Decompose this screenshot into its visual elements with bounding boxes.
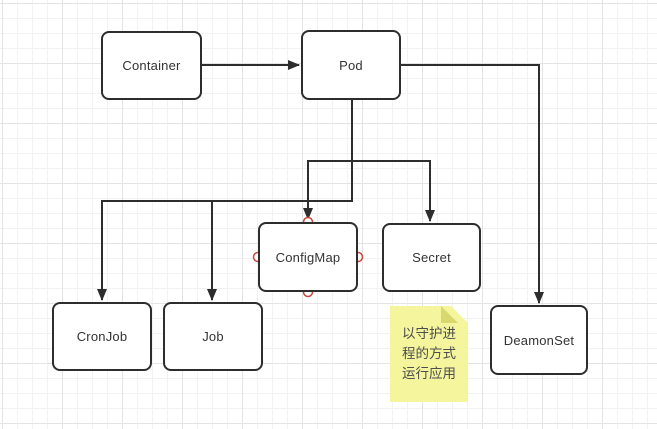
edge-pod-job[interactable]: [207, 100, 353, 301]
node-pod-label: Pod: [339, 57, 363, 73]
edge-pod-secret[interactable]: [351, 100, 435, 222]
sticky-note[interactable]: 以守护进程的方式运行应用: [390, 306, 468, 402]
node-secret-label: Secret: [412, 250, 451, 265]
node-cronjob-label: CronJob: [76, 329, 128, 344]
node-cronjob[interactable]: CronJob: [52, 302, 152, 371]
node-container[interactable]: Container: [101, 31, 202, 100]
node-secret[interactable]: Secret: [382, 223, 481, 292]
node-job-label: Job: [202, 329, 224, 344]
sticky-note-text: 以守护进程的方式运行应用: [402, 326, 456, 381]
node-deamonset[interactable]: DeamonSet: [490, 305, 588, 375]
edge-pod-deamonset[interactable]: [401, 64, 544, 304]
node-container-label: Container: [122, 58, 181, 73]
node-job[interactable]: Job: [163, 302, 263, 371]
node-configmap-label: ConfigMap: [275, 249, 341, 265]
node-configmap[interactable]: ConfigMap: [258, 222, 358, 292]
node-pod[interactable]: Pod: [301, 30, 401, 100]
node-deamonset-label: DeamonSet: [503, 332, 575, 348]
